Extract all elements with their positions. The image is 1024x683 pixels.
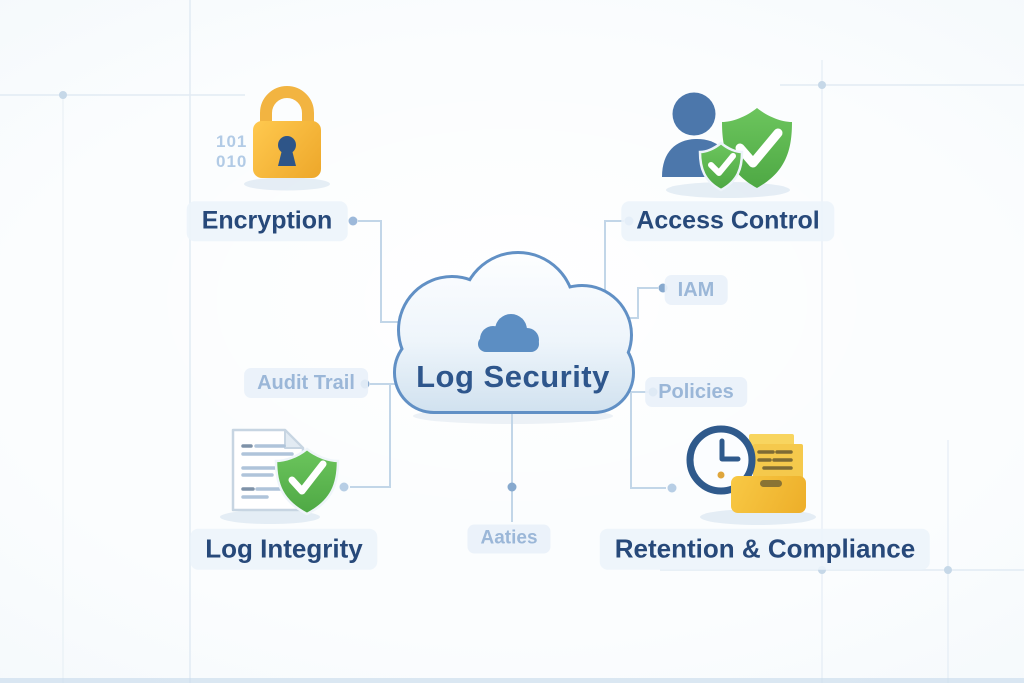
folded-corner: [284, 429, 304, 449]
node-label-access-control: Access Control: [621, 201, 835, 241]
sub-label-audit-trail: Audit Trail: [244, 368, 368, 398]
padlock-icon: [253, 86, 321, 178]
document-text-lines: [241, 444, 294, 499]
drawer-handle: [760, 480, 782, 487]
user-icon: [672, 92, 716, 136]
clock-archive-icon: [686, 425, 806, 513]
keyhole-icon: [278, 136, 296, 154]
document-shield-check-icon: [231, 428, 340, 516]
bottom-edge-band: [0, 678, 1024, 683]
binary-line-2: 010: [216, 152, 248, 171]
cloud-icon: [478, 314, 539, 352]
center-title: Log Security: [416, 358, 610, 394]
sub-label-policies: Policies: [645, 377, 747, 407]
archive-paper-lines: [757, 450, 793, 470]
node-label-log-integrity: Log Integrity: [190, 528, 378, 570]
connector-lines: [350, 220, 666, 522]
node-label-encryption: Encryption: [186, 201, 348, 241]
user-shield-check-icon: [662, 92, 792, 192]
archive-drawer-icon: [731, 476, 806, 513]
cloud-shape: [393, 251, 635, 414]
node-label-retention-compliance: Retention & Compliance: [599, 528, 931, 570]
sub-label-activities: Aaties: [467, 524, 551, 554]
binary-digits: 101 010: [216, 132, 247, 172]
sub-label-iam: IAM: [664, 275, 728, 305]
binary-line-1: 101: [216, 132, 248, 151]
